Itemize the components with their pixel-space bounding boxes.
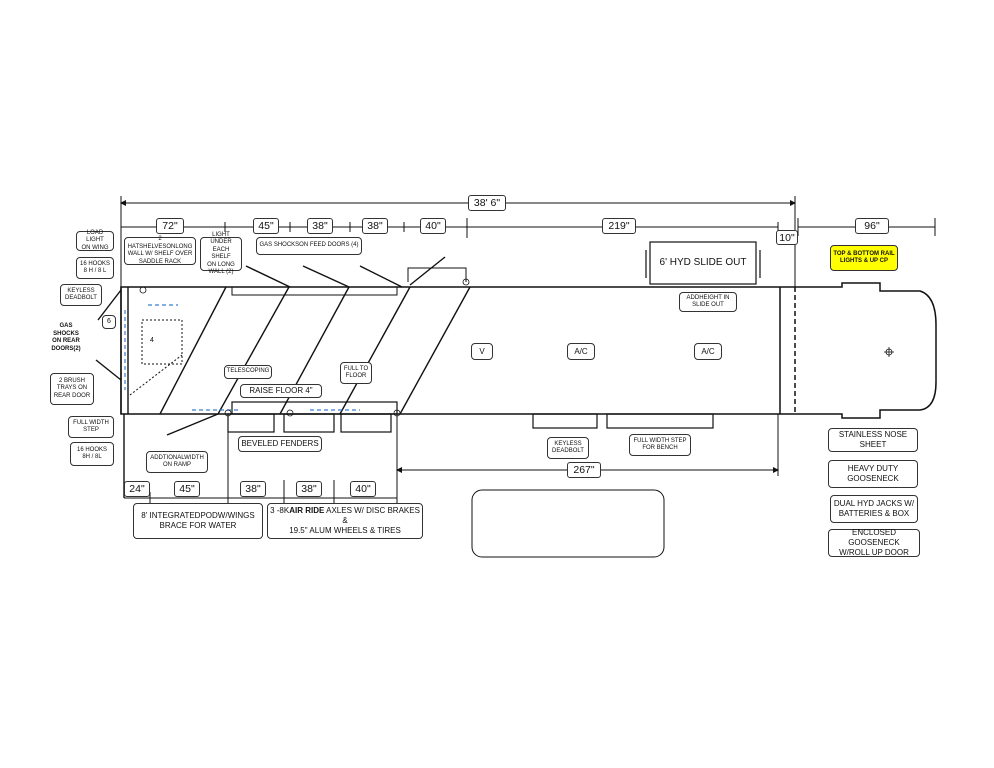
feed-doors bbox=[231, 256, 467, 296]
integrated-pod-outline bbox=[124, 304, 360, 411]
axles-text-post: AXLES W/ DISC BRAKES & 19.5" ALUM WHEELS… bbox=[289, 506, 420, 535]
top-segment-dimension-line bbox=[120, 218, 936, 238]
dim-219: 219" bbox=[602, 218, 636, 234]
label-load-light: LOAD LIGHT ON WING bbox=[76, 230, 114, 251]
dim-overall: 38' 6" bbox=[468, 195, 506, 211]
label-integrated-pod: 8' INTEGRATEDPODW/WINGS BRACE FOR WATER bbox=[133, 503, 263, 539]
dim-38-bottom-a: 38" bbox=[240, 481, 266, 497]
dim-40-bottom: 40" bbox=[350, 481, 376, 497]
label-brush-trays: 2 BRUSH TRAYS ON REAR DOOR bbox=[50, 373, 94, 405]
label-stainless-nose: STAINLESS NOSE SHEET bbox=[828, 428, 918, 452]
label-slide-out: 6' HYD SLIDE OUT bbox=[659, 256, 747, 268]
label-gas-shocks-rear: GAS SHOCKS ON REAR DOORS(2) bbox=[44, 323, 88, 353]
label-keyless-side: KEYLESS DEADBOLT bbox=[547, 437, 589, 459]
dim-72: 72" bbox=[156, 218, 184, 234]
label-additional-width: ADDTIONALWIDTH ON RAMP bbox=[146, 451, 208, 473]
slide-out-outline bbox=[645, 241, 761, 285]
label-ac-1: A/C bbox=[567, 343, 595, 360]
label-full-width-step-bench: FULL WIDTH STEP FOR BENCH bbox=[629, 434, 691, 456]
dim-38-top-b: 38" bbox=[362, 218, 388, 234]
tack-cabinet bbox=[129, 319, 183, 396]
dim-45-top: 45" bbox=[253, 218, 279, 234]
blank-note-box bbox=[471, 489, 665, 558]
axles-text-pre: 3 -8K bbox=[270, 506, 290, 515]
dim-24: 24" bbox=[124, 481, 150, 497]
label-raise-floor: RAISE FLOOR 4" bbox=[240, 384, 322, 398]
label-keyless-rear: KEYLESS DEADBOLT bbox=[60, 284, 102, 306]
label-heavy-duty: HEAVY DUTY GOOSENECK bbox=[828, 460, 918, 488]
dim-45-bottom: 45" bbox=[174, 481, 200, 497]
light-fixtures bbox=[139, 278, 894, 417]
dim-96: 96" bbox=[855, 218, 889, 234]
label-add-height: ADDHEIGHT IN SLIDE OUT bbox=[679, 292, 737, 312]
dim-40-top: 40" bbox=[420, 218, 446, 234]
label-vent: V bbox=[471, 343, 493, 360]
label-axles: 3 -8KAIR RIDE AXLES W/ DISC BRAKES & 19.… bbox=[267, 503, 423, 539]
label-ac-2: A/C bbox=[694, 343, 722, 360]
label-gas-shocks-feed: GAS SHOCKSON FEED DOORS (4) bbox=[256, 237, 362, 255]
label-beveled-fenders: BEVELED FENDERS bbox=[238, 436, 322, 452]
label-hooks-bottom: 16 HOOKS 8H / 8L bbox=[70, 442, 114, 466]
label-hat-shelves: 2 HATSHELVESONLONG WALL W/ SHELF OVER SA… bbox=[124, 236, 196, 265]
fenders-and-steps bbox=[227, 401, 714, 433]
dim-10: 10" bbox=[776, 230, 798, 245]
label-box-4: 4 bbox=[150, 336, 154, 344]
axles-text-bold: AIR RIDE bbox=[289, 506, 325, 515]
stall-dividers bbox=[159, 286, 471, 436]
label-dual-jacks: DUAL HYD JACKS W/ BATTERIES & BOX bbox=[830, 495, 918, 523]
trailer-body bbox=[120, 282, 937, 419]
dim-38-top-a: 38" bbox=[307, 218, 333, 234]
dim-38-bottom-b: 38" bbox=[296, 481, 322, 497]
label-box-6: 6 bbox=[102, 315, 116, 329]
label-full-width-step: FULL WIDTH STEP bbox=[68, 416, 114, 438]
label-full-to-floor: FULL TO FLOOR bbox=[340, 362, 372, 384]
label-light-under-shelf: LIGHT UNDER EACH SHELF ON LONG WALL (2) bbox=[200, 232, 242, 275]
label-enclosed-gooseneck: ENCLOSED GOOSENECK W/ROLL UP DOOR bbox=[828, 528, 920, 557]
label-top-bottom-rail: TOP & BOTTOM RAIL LIGHTS & UP CP bbox=[830, 245, 898, 271]
label-hooks-top: 16 HOOKS 8 H / 8 L bbox=[76, 257, 114, 279]
dim-267: 267" bbox=[567, 462, 601, 478]
label-telescoping: TELESCOPING bbox=[224, 365, 272, 379]
